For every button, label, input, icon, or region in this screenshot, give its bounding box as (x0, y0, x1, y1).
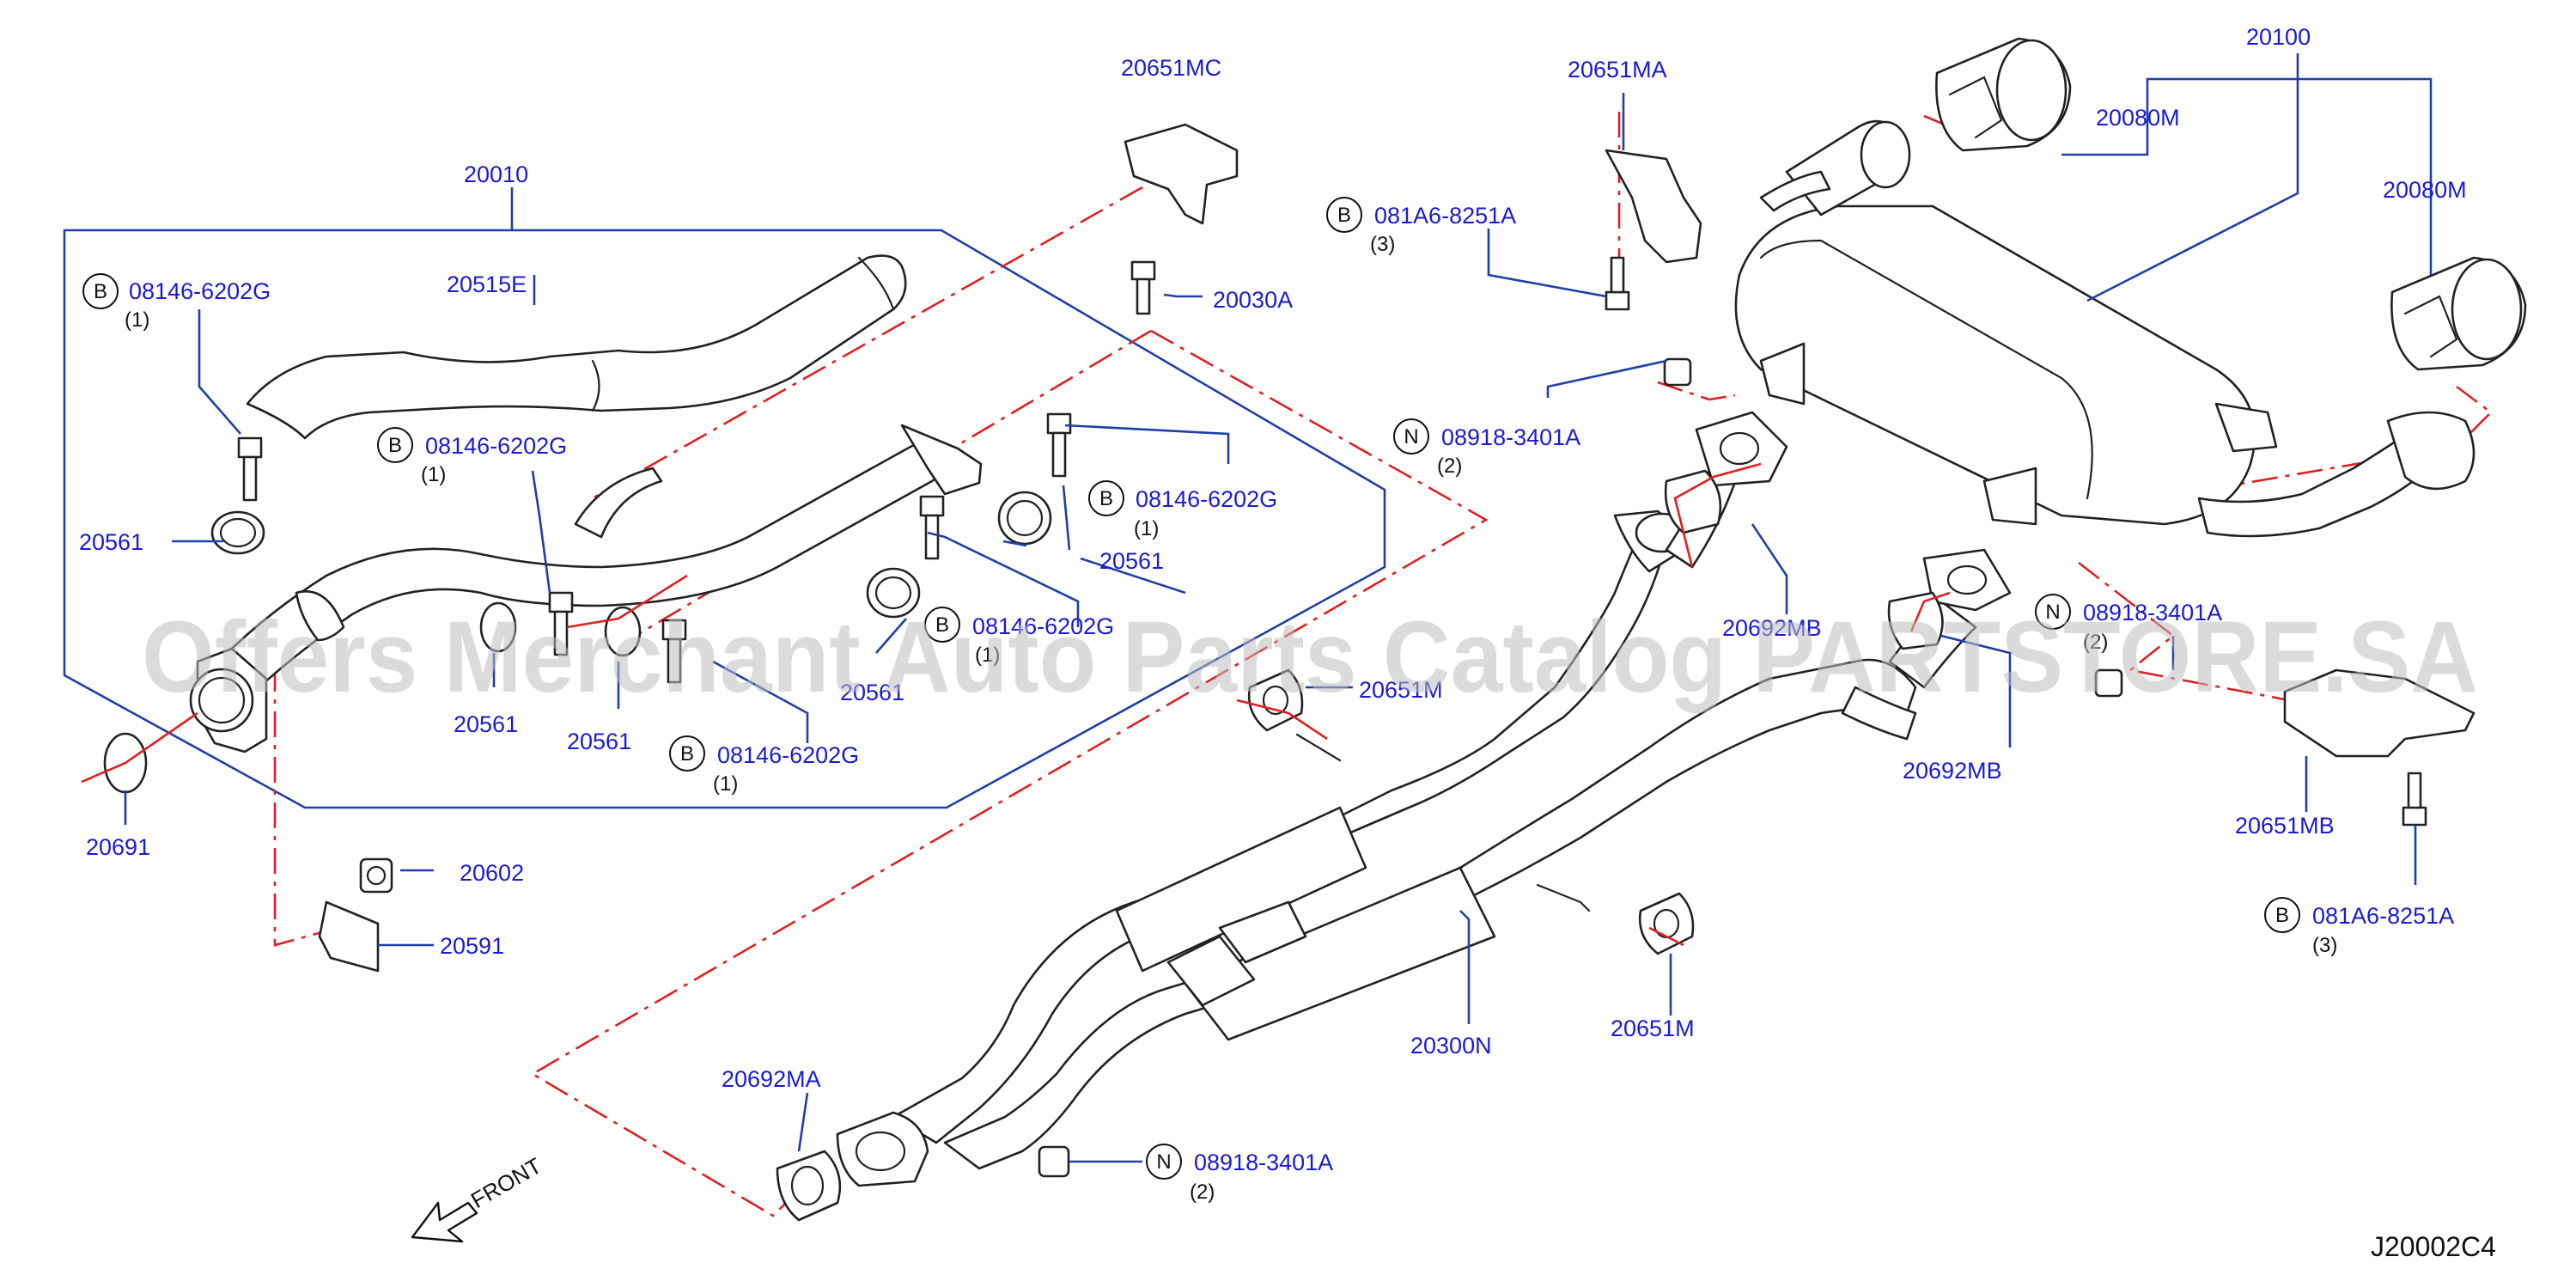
nut-lower (1038, 1145, 1070, 1178)
callout-c2: B 08146-6202G (1) (377, 427, 567, 486)
svg-text:(3): (3) (2312, 934, 2337, 957)
svg-text:08146-6202G: 08146-6202G (1136, 486, 1277, 512)
svg-text:N: N (1404, 425, 1418, 448)
plate-20591 (318, 900, 380, 973)
svg-text:(2): (2) (1190, 1180, 1215, 1204)
bolts-front (237, 412, 1072, 684)
callout-c4: B 08146-6202G (1) (924, 607, 1114, 667)
front-label: FRONT (466, 1152, 546, 1213)
callout-c6: B 081A6-8251A (3) (1326, 197, 1516, 256)
clamps (210, 491, 1052, 657)
svg-text:(1): (1) (975, 644, 1000, 667)
label-20651M-upper: 20651M (1359, 677, 1443, 703)
red-connections (81, 462, 1951, 947)
svg-text:B: B (935, 613, 949, 637)
bracket-20651mc (1124, 123, 1239, 225)
label-20591: 20591 (440, 933, 504, 959)
callout-c7: B 081A6-8251A (3) (2264, 897, 2454, 957)
svg-text:(3): (3) (1370, 233, 1395, 256)
callout-c1: B 08146-6202G (1) (82, 273, 271, 332)
svg-text:B: B (94, 280, 107, 303)
svg-text:081A6-8251A: 081A6-8251A (1374, 203, 1516, 229)
label-20602: 20602 (460, 860, 524, 886)
label-20692MB-upper: 20692MB (1722, 615, 1822, 641)
svg-text:B: B (2275, 904, 2289, 927)
label-20561-mid: 20561 (840, 680, 904, 705)
svg-text:(1): (1) (125, 308, 149, 332)
svg-text:(1): (1) (421, 463, 446, 486)
label-20691: 20691 (86, 834, 150, 860)
callout-c5: B 08146-6202G (1) (669, 735, 859, 796)
label-20561-left: 20561 (79, 529, 143, 555)
svg-text:08146-6202G: 08146-6202G (717, 742, 859, 768)
label-20080M-upper: 20080M (2096, 105, 2180, 131)
gasket-20692ma (776, 1150, 842, 1222)
front-arrow-icon (411, 1201, 478, 1243)
heat-shield (246, 254, 907, 440)
svg-text:08918-3401A: 08918-3401A (2083, 600, 2222, 625)
callout-c8: N 08918-3401A (2) (1393, 418, 1580, 478)
bracket-20651mb (2283, 668, 2476, 758)
label-20030A: 20030A (1213, 287, 1293, 313)
tail-tip-upper (1935, 37, 2072, 152)
svg-text:B: B (388, 434, 402, 457)
diagram-code: J20002C4 (2371, 1231, 2496, 1262)
label-20100: 20100 (2246, 24, 2311, 50)
svg-text:081A6-8251A: 081A6-8251A (2312, 903, 2454, 929)
label-20651MA: 20651MA (1568, 57, 1667, 82)
leader-lines (124, 53, 2433, 1163)
svg-text:N: N (1156, 1150, 1171, 1174)
front-direction-indicator: FRONT (411, 1152, 546, 1243)
gasket-rear-left (1664, 469, 1722, 534)
hanger-lower (1638, 892, 1695, 955)
svg-text:08146-6202G: 08146-6202G (425, 433, 567, 459)
svg-text:B: B (1337, 204, 1351, 227)
nut-20602 (359, 857, 393, 894)
catalytic-converter (1115, 806, 1367, 973)
callout-c3: B 08146-6202G (1) (1088, 480, 1277, 540)
svg-text:08918-3401A: 08918-3401A (1194, 1150, 1333, 1175)
label-20692MB-lower: 20692MB (1903, 758, 2002, 784)
svg-text:(2): (2) (1437, 454, 1462, 478)
svg-text:B: B (680, 742, 694, 766)
svg-text:08146-6202G: 08146-6202G (129, 278, 271, 304)
callout-c9: N 08918-3401A (2) (2035, 594, 2222, 654)
svg-text:(1): (1) (1134, 517, 1159, 540)
svg-text:08918-3401A: 08918-3401A (1441, 424, 1580, 450)
label-20561-right: 20561 (1099, 548, 1164, 574)
label-20080M-lower: 20080M (2383, 177, 2467, 203)
label-20651MB: 20651MB (2235, 813, 2335, 839)
label-20300N: 20300N (1410, 1033, 1492, 1058)
tail-tip-lower (2390, 256, 2527, 371)
svg-text:08146-6202G: 08146-6202G (972, 613, 1114, 639)
front-flange-lower (836, 1111, 929, 1187)
callout-c10: N 08918-3401A (2) (1146, 1144, 1333, 1204)
label-20692MA: 20692MA (722, 1066, 821, 1092)
bracket-20651ma (1605, 149, 1702, 264)
watermark: Offers Merchant Auto Parts Catalog PARTS… (142, 601, 2478, 714)
rear-muffler (1734, 204, 2256, 526)
svg-text:(1): (1) (713, 772, 738, 796)
svg-text:(2): (2) (2083, 631, 2108, 654)
label-20515E: 20515E (447, 271, 527, 297)
label-20561-bottom-b: 20561 (567, 729, 631, 754)
svg-text:B: B (1099, 487, 1113, 510)
label-20651M-lower: 20651M (1611, 1016, 1695, 1041)
label-20010: 20010 (464, 162, 528, 187)
front-tube-assembly-box (63, 229, 1386, 809)
label-20651MC: 20651MC (1121, 55, 1221, 81)
label-20561-bottom-a: 20561 (454, 711, 518, 737)
svg-text:N: N (2045, 601, 2060, 624)
